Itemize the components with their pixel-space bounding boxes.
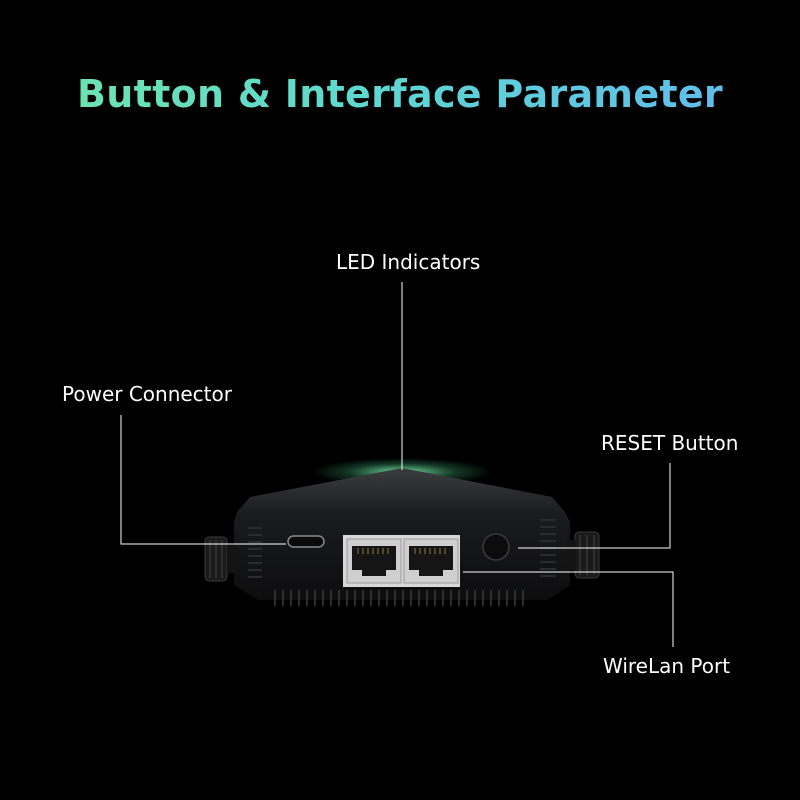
device-top-face xyxy=(237,468,565,512)
wirelan-callout-line xyxy=(463,571,674,647)
right-antenna-connector xyxy=(566,531,600,579)
reset-button xyxy=(482,533,510,561)
led-indicators-label: LED Indicators xyxy=(336,250,481,274)
reset-button-label: RESET Button xyxy=(601,431,739,455)
power-callout-line xyxy=(120,415,286,545)
power-connector-port xyxy=(287,535,325,548)
power-connector-label: Power Connector xyxy=(62,382,232,406)
left-antenna-connector xyxy=(204,536,237,582)
bottom-vents xyxy=(274,590,524,606)
page-title: Button & Interface Parameter xyxy=(0,72,800,116)
wirelan-ports xyxy=(343,535,460,587)
left-side-vents xyxy=(248,527,262,578)
callout-lines xyxy=(120,282,674,647)
reset-callout-line xyxy=(518,463,671,549)
wirelan-port-label: WireLan Port xyxy=(603,654,731,678)
